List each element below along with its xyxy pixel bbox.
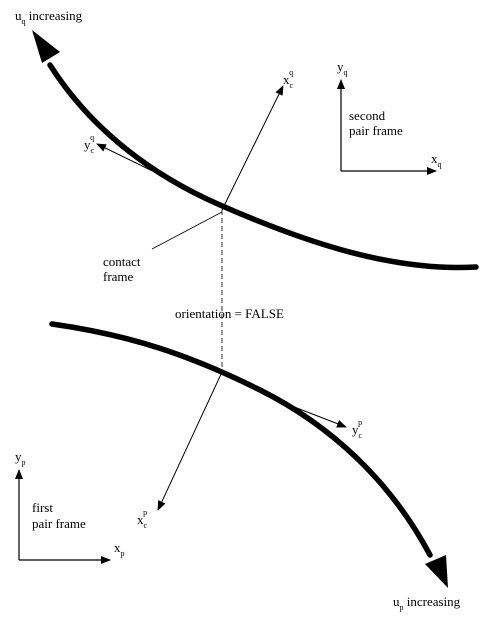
- ycp-label: ycp: [352, 418, 363, 440]
- up-arrowhead: [425, 555, 448, 588]
- first-pair-frame-line1: first: [32, 500, 53, 515]
- xp-label: xp: [114, 540, 125, 558]
- ycp-axis: [283, 402, 347, 428]
- xq-label: xq: [431, 151, 442, 169]
- uq-arrowhead: [32, 30, 60, 63]
- orientation-label: orientation = FALSE: [175, 306, 284, 321]
- xcp-label: xcp: [137, 508, 148, 530]
- up-increasing-label: up increasing: [393, 594, 461, 612]
- yq-label: yq: [337, 59, 348, 77]
- second-pair-frame-line1: second: [349, 108, 386, 123]
- first-pair-frame-line2: pair frame: [32, 516, 86, 531]
- xcq-label: xcq: [283, 68, 294, 90]
- contact-frame-line1: contact: [103, 254, 141, 269]
- second-pair-frame-line2: pair frame: [349, 123, 403, 138]
- lower-surface-curve-p: [49, 321, 433, 558]
- contact-frame-leader: [151, 211, 223, 250]
- ycq-label: ycq: [84, 133, 95, 155]
- yp-label: yp: [15, 449, 26, 467]
- uq-increasing-label: uq increasing: [15, 8, 83, 26]
- upper-surface-curve-q: [47, 62, 479, 271]
- ycq-axis: [96, 143, 176, 183]
- xcp-axis: [157, 371, 223, 511]
- xcq-axis: [221, 85, 284, 211]
- contact-frame-line2: frame: [103, 269, 134, 284]
